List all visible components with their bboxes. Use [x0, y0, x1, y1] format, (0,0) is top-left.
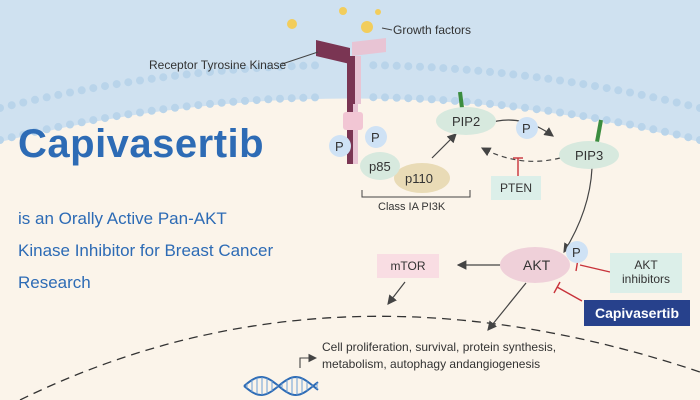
lipid-bilayer [0, 61, 700, 144]
outcome-line-2: metabolism, autophagy andangiogenesis [322, 357, 541, 371]
p110-shape [394, 163, 450, 193]
akt-label: AKT [523, 257, 551, 273]
p-label-4: P [572, 245, 581, 260]
p85-label: p85 [369, 159, 391, 174]
p-label-1: P [335, 139, 344, 154]
nucleus-boundary [19, 315, 700, 400]
phospho-circle-4 [566, 241, 588, 263]
mtor-box: mTOR [377, 254, 439, 278]
phospho-circle-2 [365, 126, 387, 148]
page-title: Capivasertib [18, 122, 265, 166]
pten-box: PTEN [491, 176, 541, 200]
growth-factors-label: Growth factors [393, 23, 472, 37]
phospho-circle-3 [516, 117, 538, 139]
subtitle-line-3: Research [18, 273, 91, 292]
akt-node [500, 247, 570, 283]
subtitle-line-1: is an Orally Active Pan-AKT [18, 209, 227, 228]
p-label-2: P [371, 130, 380, 145]
p85-shape [360, 152, 400, 180]
p-label-3: P [522, 121, 531, 136]
dna-helix-icon [243, 375, 319, 397]
phospho-circle-1 [329, 135, 351, 157]
pip3-label: PIP3 [575, 148, 604, 163]
class-ia-pi3k-label: Class IA PI3K [378, 201, 446, 213]
receptor-tyrosine-kinase [316, 38, 386, 164]
p110-label: p110 [405, 171, 433, 186]
pip3-node [559, 141, 619, 169]
pip2-label: PIP2 [452, 114, 481, 129]
akt-inhibitors-box: AKT inhibitors [610, 253, 682, 293]
outcome-line-1: Cell proliferation, survival, protein sy… [322, 340, 557, 354]
pip2-node [436, 107, 496, 135]
receptor-label: Receptor Tyrosine Kinase [149, 58, 287, 72]
capivasertib-box: Capivasertib [584, 300, 690, 326]
subtitle-line-2: Kinase Inhibitor for Breast Cancer [18, 241, 274, 260]
